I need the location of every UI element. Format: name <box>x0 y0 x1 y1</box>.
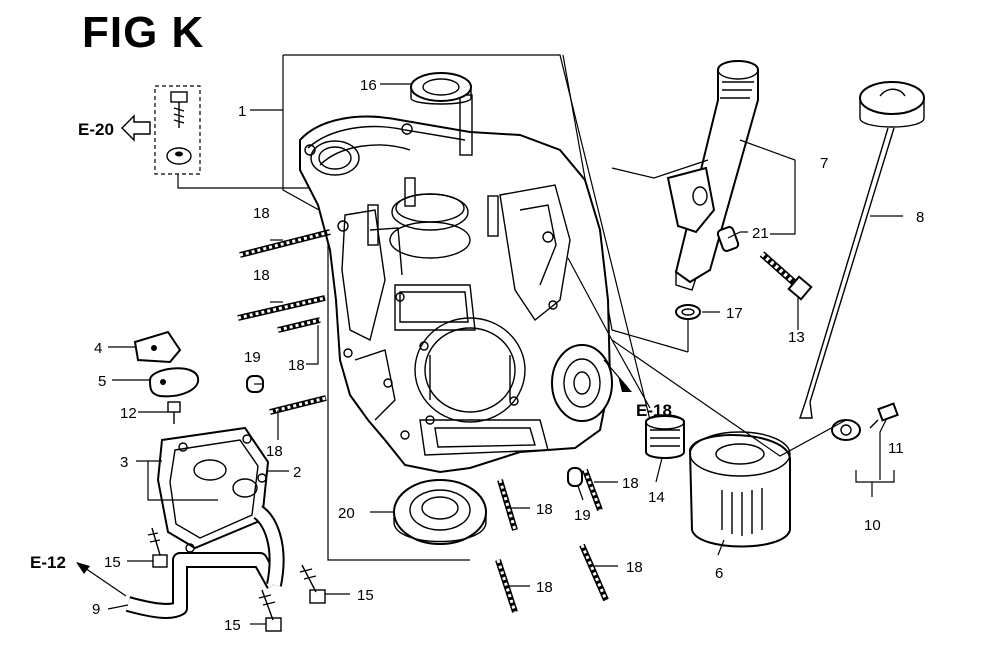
filter-mount <box>551 344 613 422</box>
inset-bolt <box>170 91 188 128</box>
stud-18-3 <box>277 317 321 333</box>
e12-arrow-icon <box>76 562 90 574</box>
callout-18-g: 18 <box>622 475 639 492</box>
figure-title: FIG K <box>82 8 205 57</box>
drain-bolt-11 <box>869 402 899 429</box>
callout-1: 1 <box>238 103 246 120</box>
callout-12: 12 <box>120 405 137 422</box>
stud-18-5 <box>497 479 518 531</box>
callout-19-a: 19 <box>244 349 261 366</box>
e20-label[interactable]: E-20 <box>78 120 114 139</box>
plate-4 <box>133 330 182 364</box>
oil-seal <box>410 72 472 105</box>
stud-18-4 <box>269 395 327 415</box>
e12-reference[interactable]: E-12 <box>30 553 127 597</box>
stud-18-8 <box>579 543 609 602</box>
callout-18-b: 18 <box>253 267 270 284</box>
callout-18-e: 18 <box>536 501 553 518</box>
e20-arrow-icon <box>121 114 151 142</box>
callout-numbers: 1 2 3 4 5 6 7 8 9 10 11 12 13 14 15 15 1… <box>92 77 924 634</box>
callout-14: 14 <box>648 489 665 506</box>
stud-18-1 <box>239 229 331 258</box>
callout-15-c: 15 <box>224 617 241 634</box>
o-ring-17 <box>675 304 701 320</box>
e18-label[interactable]: E-18 <box>636 401 672 420</box>
callout-11: 11 <box>888 440 904 457</box>
inset-washer <box>166 147 192 165</box>
bolt-15-mid <box>299 564 326 604</box>
filter-nipple <box>645 414 685 459</box>
e20-reference[interactable]: E-20 <box>78 114 151 142</box>
stud-18-7 <box>582 468 603 512</box>
oil-filter <box>688 431 791 548</box>
callout-9: 9 <box>92 601 100 618</box>
callout-5: 5 <box>98 373 106 390</box>
callout-7: 7 <box>820 155 828 172</box>
callout-6: 6 <box>715 565 723 582</box>
callout-3: 3 <box>120 454 128 471</box>
callout-17: 17 <box>726 305 743 322</box>
callout-10: 10 <box>864 517 881 534</box>
callout-4: 4 <box>94 340 102 357</box>
bolt-15-bottom <box>258 589 282 632</box>
collar-21 <box>716 226 740 252</box>
callout-8: 8 <box>916 209 924 226</box>
callout-18-h: 18 <box>626 559 643 576</box>
callout-21: 21 <box>752 225 769 242</box>
studs-18 <box>237 229 609 613</box>
bolt-15-left <box>147 527 168 568</box>
callout-15-b: 15 <box>357 587 374 604</box>
callout-18-c: 18 <box>288 357 305 374</box>
callout-20: 20 <box>338 505 355 522</box>
crankcase <box>299 94 612 474</box>
breather-cover <box>156 426 270 553</box>
plate-5 <box>148 367 200 398</box>
callout-19-b: 19 <box>574 507 591 524</box>
callout-18-f: 18 <box>536 579 553 596</box>
dipstick-tube <box>666 60 759 291</box>
bearing <box>393 479 487 545</box>
dowel-19-right <box>567 467 583 487</box>
callout-13: 13 <box>788 329 805 346</box>
e12-label[interactable]: E-12 <box>30 553 66 572</box>
bolt-13 <box>759 251 813 301</box>
e18-reference[interactable]: E-18 <box>603 359 672 420</box>
bolt-12 <box>167 401 181 424</box>
callout-18-a: 18 <box>253 205 270 222</box>
callout-16: 16 <box>360 77 377 94</box>
dipstick <box>799 81 925 419</box>
callout-15-a: 15 <box>104 554 121 571</box>
callout-2: 2 <box>293 464 301 481</box>
leader-lines <box>107 83 903 625</box>
drain-plug-10 <box>831 419 861 441</box>
stud-18-2 <box>237 295 326 321</box>
callout-18-d: 18 <box>266 443 283 460</box>
breather-tube <box>125 505 285 619</box>
